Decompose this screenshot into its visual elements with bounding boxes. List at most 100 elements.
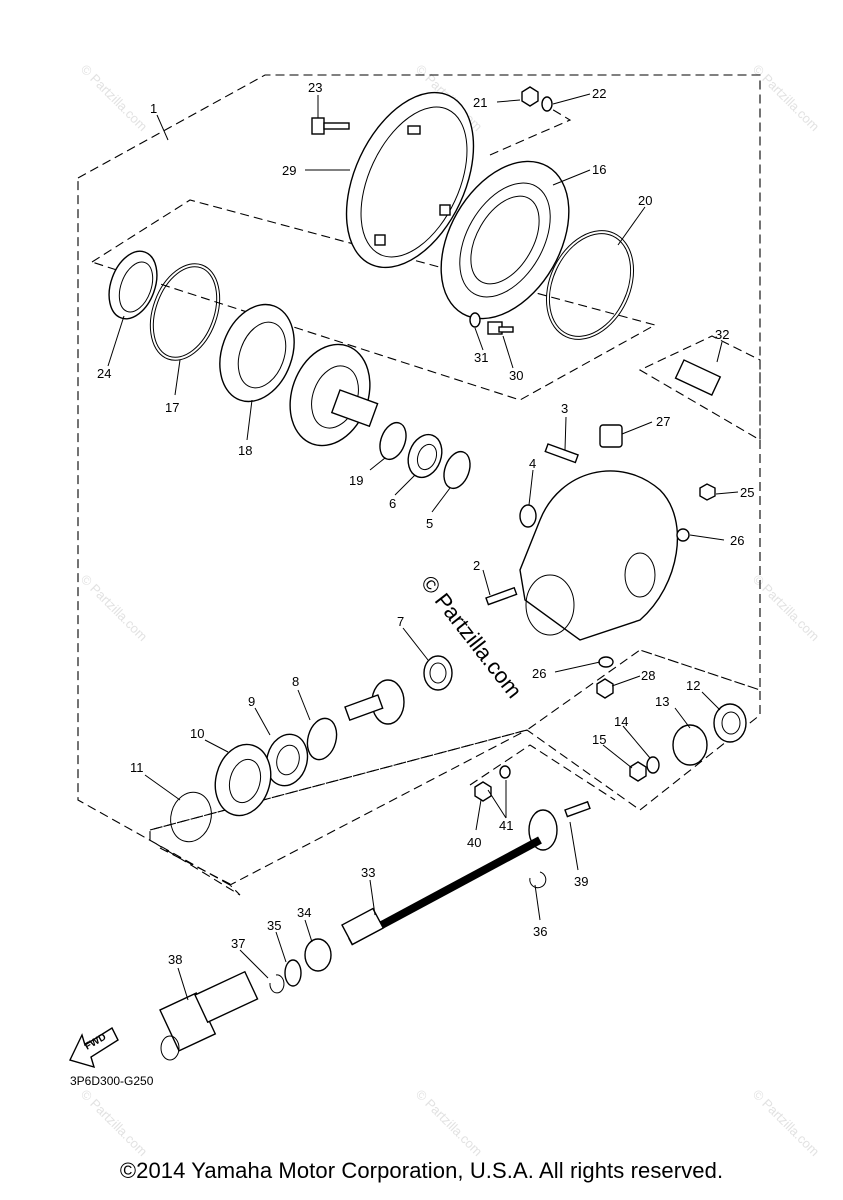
part-39-stud-bolt[interactable] xyxy=(564,800,591,818)
assembly-boundary xyxy=(77,74,761,896)
part-18-bearing[interactable] xyxy=(207,294,307,412)
part-20-o-ring[interactable] xyxy=(530,216,651,353)
watermark-tile: © Partzilla.com xyxy=(413,1087,486,1160)
callout-26-upper[interactable]: 26 xyxy=(730,533,744,548)
callout-29[interactable]: 29 xyxy=(282,163,296,178)
callout-39[interactable]: 39 xyxy=(574,874,588,889)
callout-35[interactable]: 35 xyxy=(267,918,281,933)
callout-26-lower[interactable]: 26 xyxy=(532,666,546,681)
callout-3[interactable]: 3 xyxy=(561,401,568,416)
callout-4[interactable]: 4 xyxy=(529,456,536,471)
part-15-nut[interactable] xyxy=(629,761,647,782)
part-16-housing-cover[interactable] xyxy=(415,139,595,341)
callout-10[interactable]: 10 xyxy=(190,726,204,741)
callout-34[interactable]: 34 xyxy=(297,905,311,920)
part-25-bolt[interactable] xyxy=(699,483,716,501)
callout-24[interactable]: 24 xyxy=(97,366,111,381)
subgroup-top-boundary xyxy=(489,104,572,156)
part-26-gasket-lower[interactable] xyxy=(598,656,614,668)
part-29-ring-nut[interactable] xyxy=(321,72,499,287)
fwd-arrow-icon: FWD xyxy=(69,1026,119,1069)
part-11-o-ring[interactable] xyxy=(165,788,217,847)
callout-11[interactable]: 11 xyxy=(130,760,144,775)
callout-22[interactable]: 22 xyxy=(592,86,606,101)
part-34-bearing[interactable] xyxy=(304,938,332,972)
callout-30[interactable]: 30 xyxy=(509,368,523,383)
callout-labels: 1 2 3 4 5 6 7 8 9 10 11 12 13 14 15 16 1… xyxy=(97,80,754,967)
callout-25[interactable]: 25 xyxy=(740,485,754,500)
callout-17[interactable]: 17 xyxy=(165,400,179,415)
part-41-washer[interactable] xyxy=(499,765,511,779)
part-3-stud-bolt[interactable] xyxy=(544,443,579,464)
part-9-bearing[interactable] xyxy=(261,730,313,791)
part-36-circlip[interactable] xyxy=(529,871,547,889)
pinion-subgroup-boundary xyxy=(149,649,641,886)
part-4-collar[interactable] xyxy=(519,504,537,528)
part-33-drive-shaft[interactable] xyxy=(341,836,542,946)
part-31-washer[interactable] xyxy=(469,312,481,328)
callout-15[interactable]: 15 xyxy=(592,732,606,747)
part-24-oil-seal[interactable] xyxy=(100,245,165,326)
part-8-shim[interactable] xyxy=(303,715,341,763)
part-28-drain-plug[interactable] xyxy=(596,678,614,699)
part-19-shim[interactable] xyxy=(375,419,411,463)
ring-gear xyxy=(289,343,379,447)
part-13-coupling[interactable] xyxy=(672,724,708,766)
callout-18[interactable]: 18 xyxy=(238,443,252,458)
part-22-washer[interactable] xyxy=(541,96,553,112)
callout-12[interactable]: 12 xyxy=(686,678,700,693)
watermark-tile: © Partzilla.com xyxy=(750,1087,823,1160)
callout-38[interactable]: 38 xyxy=(168,952,182,967)
callout-40[interactable]: 40 xyxy=(467,835,481,850)
callout-2[interactable]: 2 xyxy=(473,558,480,573)
watermark-tile: © Partzilla.com xyxy=(78,1087,151,1160)
part-37-circlip[interactable] xyxy=(269,974,285,994)
final-gear-case xyxy=(519,470,679,641)
part-40-nut[interactable] xyxy=(474,781,492,802)
callout-16[interactable]: 16 xyxy=(592,162,606,177)
callout-36[interactable]: 36 xyxy=(533,924,547,939)
part-6-bearing[interactable] xyxy=(402,430,447,482)
part-32-dowel-pin[interactable] xyxy=(674,359,722,396)
pinion-gear xyxy=(344,679,405,725)
callout-19[interactable]: 19 xyxy=(349,473,363,488)
callout-23[interactable]: 23 xyxy=(308,80,322,95)
callout-6[interactable]: 6 xyxy=(389,496,396,511)
callout-14[interactable]: 14 xyxy=(614,714,628,729)
callout-37[interactable]: 37 xyxy=(231,936,245,951)
callout-28[interactable]: 28 xyxy=(641,668,655,683)
part-2-stud-bolt[interactable] xyxy=(485,586,518,606)
part-35-washer[interactable] xyxy=(284,959,302,987)
part-7-bearing[interactable] xyxy=(423,655,453,691)
callout-20[interactable]: 20 xyxy=(638,193,652,208)
callout-41[interactable]: 41 xyxy=(499,818,513,833)
callout-13[interactable]: 13 xyxy=(655,694,669,709)
callout-1[interactable]: 1 xyxy=(150,101,157,116)
part-30-bolt[interactable] xyxy=(487,321,514,335)
callout-31[interactable]: 31 xyxy=(474,350,488,365)
part-10-bearing-housing[interactable] xyxy=(208,738,279,822)
callout-32[interactable]: 32 xyxy=(715,327,729,342)
leader-lines xyxy=(107,93,739,1001)
callout-8[interactable]: 8 xyxy=(292,674,299,689)
part-17-o-ring[interactable] xyxy=(138,254,232,370)
part-12-oil-seal[interactable] xyxy=(713,703,747,743)
part-23-bolt[interactable] xyxy=(311,117,350,135)
callout-27[interactable]: 27 xyxy=(656,414,670,429)
watermark-tile: © Partzilla.com xyxy=(750,572,823,645)
part-14-washer[interactable] xyxy=(646,756,660,774)
callout-21[interactable]: 21 xyxy=(473,95,487,110)
part-5-oil-seal[interactable] xyxy=(439,448,475,492)
watermark-tile: © Partzilla.com xyxy=(78,62,151,135)
callout-5[interactable]: 5 xyxy=(426,516,433,531)
watermark-tile: © Partzilla.com xyxy=(78,572,151,645)
copyright-notice: ©2014 Yamaha Motor Corporation, U.S.A. A… xyxy=(119,1158,724,1183)
part-21-nut[interactable] xyxy=(521,86,539,107)
callout-7[interactable]: 7 xyxy=(397,614,404,629)
part-26-gasket-upper[interactable] xyxy=(676,528,690,542)
part-27-cap[interactable] xyxy=(599,424,623,448)
callout-9[interactable]: 9 xyxy=(248,694,255,709)
part-38-universal-joint[interactable] xyxy=(159,970,259,1061)
callout-33[interactable]: 33 xyxy=(361,865,375,880)
